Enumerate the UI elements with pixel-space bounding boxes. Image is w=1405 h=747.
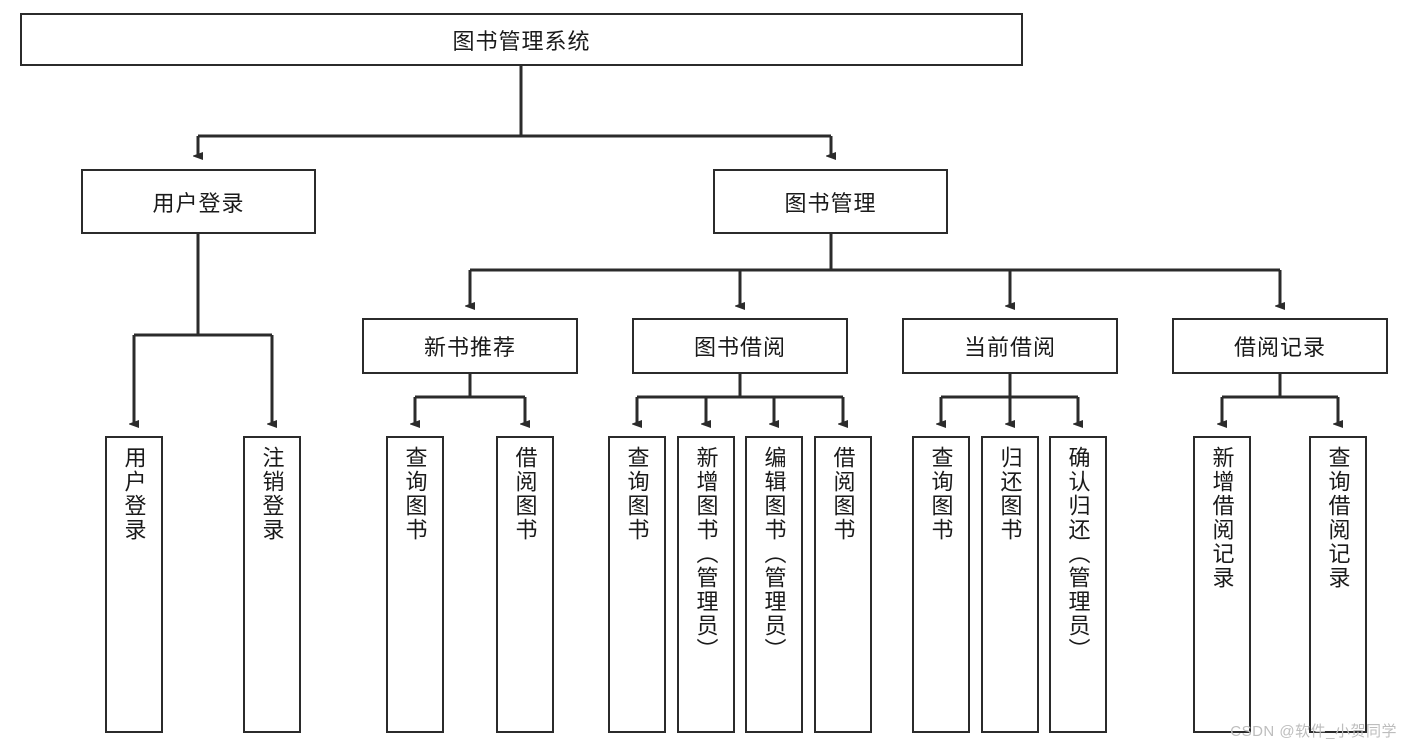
leaf-user-login-label: 用户登录	[121, 446, 147, 542]
node-current-borrow[interactable]: 当前借阅	[902, 318, 1118, 374]
node-borrow-record-label: 借阅记录	[1233, 335, 1326, 360]
node-user-login[interactable]: 用户登录	[81, 169, 316, 234]
leaf-bb-edit-book-admin-label: 编辑图书（管理员）	[761, 446, 787, 662]
node-root-label: 图书管理系统	[452, 28, 591, 54]
leaf-br-add-record[interactable]: 新增借阅记录	[1193, 436, 1251, 733]
leaf-logout[interactable]: 注销登录	[243, 436, 301, 733]
leaf-cb-query-book-label: 查询图书	[928, 446, 954, 542]
leaf-br-query-record[interactable]: 查询借阅记录	[1309, 436, 1367, 733]
leaf-nbr-borrow-book[interactable]: 借阅图书	[496, 436, 554, 733]
leaf-cb-return-book[interactable]: 归还图书	[981, 436, 1039, 733]
leaf-bb-add-book-admin[interactable]: 新增图书（管理员）	[677, 436, 735, 733]
node-current-borrow-label: 当前借阅	[963, 335, 1056, 360]
leaf-nbr-query-book[interactable]: 查询图书	[386, 436, 444, 733]
node-book-manage-label: 图书管理	[784, 190, 877, 216]
leaf-user-login[interactable]: 用户登录	[105, 436, 163, 733]
leaf-cb-confirm-return-admin-label: 确认归还（管理员）	[1065, 446, 1091, 662]
node-book-manage[interactable]: 图书管理	[713, 169, 948, 234]
leaf-bb-query-book-label: 查询图书	[624, 446, 650, 542]
leaf-nbr-borrow-book-label: 借阅图书	[512, 446, 538, 542]
leaf-br-query-record-label: 查询借阅记录	[1325, 446, 1351, 590]
leaf-cb-return-book-label: 归还图书	[997, 446, 1023, 542]
leaf-cb-confirm-return-admin[interactable]: 确认归还（管理员）	[1049, 436, 1107, 733]
leaf-bb-add-book-admin-label: 新增图书（管理员）	[693, 446, 719, 662]
watermark: CSDN @软件_小贺同学	[1230, 723, 1397, 740]
node-root[interactable]: 图书管理系统	[20, 13, 1023, 66]
node-new-book-recommend-label: 新书推荐	[423, 335, 516, 360]
leaf-cb-query-book[interactable]: 查询图书	[912, 436, 970, 733]
node-book-borrow-label: 图书借阅	[693, 335, 786, 360]
node-new-book-recommend[interactable]: 新书推荐	[362, 318, 578, 374]
leaf-nbr-query-book-label: 查询图书	[402, 446, 428, 542]
node-borrow-record[interactable]: 借阅记录	[1172, 318, 1388, 374]
leaf-bb-borrow-book-label: 借阅图书	[830, 446, 856, 542]
node-book-borrow[interactable]: 图书借阅	[632, 318, 848, 374]
node-user-login-label: 用户登录	[152, 190, 245, 216]
leaf-logout-label: 注销登录	[259, 446, 285, 542]
leaf-bb-query-book[interactable]: 查询图书	[608, 436, 666, 733]
leaf-br-add-record-label: 新增借阅记录	[1209, 446, 1235, 590]
leaf-bb-borrow-book[interactable]: 借阅图书	[814, 436, 872, 733]
leaf-bb-edit-book-admin[interactable]: 编辑图书（管理员）	[745, 436, 803, 733]
